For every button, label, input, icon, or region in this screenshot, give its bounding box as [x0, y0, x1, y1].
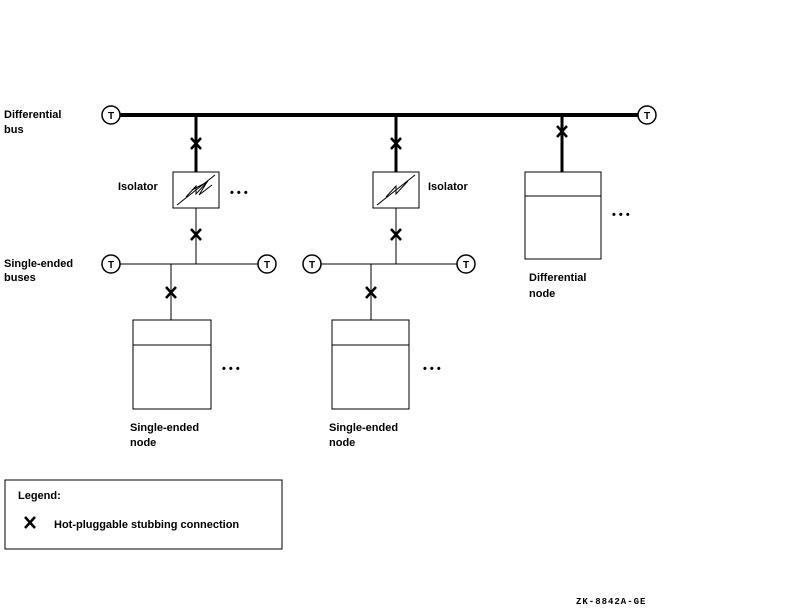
differential-node	[524, 171, 602, 260]
svg-text:T: T	[644, 111, 650, 122]
single-ended-node-right-label: Single-ended	[329, 422, 398, 434]
differential-node-label: Differential	[529, 272, 586, 284]
single-ended-node-left-label-2: node	[130, 437, 156, 449]
ellipsis: • • •	[423, 363, 441, 375]
legend-title: Legend:	[18, 490, 61, 502]
terminator-icon: T	[456, 254, 476, 274]
single-ended-buses-label: Single-ended	[4, 258, 73, 270]
hot-plug-connection-icon	[165, 286, 177, 299]
svg-text:T: T	[463, 260, 469, 271]
ellipsis: • • •	[612, 209, 630, 221]
single-ended-node-right	[331, 319, 410, 410]
differential-bus-label: Differential	[4, 109, 61, 121]
legend-hot-plug-icon	[24, 516, 36, 529]
terminator-icon: T	[101, 254, 121, 274]
differential-node-label-2: node	[529, 288, 555, 300]
svg-text:T: T	[309, 260, 315, 271]
single-ended-buses-label-2: buses	[4, 272, 36, 284]
hot-plug-connection-icon	[556, 125, 568, 138]
isolator-right-label: Isolator	[428, 181, 468, 193]
hot-plug-connection-icon	[190, 228, 202, 241]
hot-plug-connection-icon	[190, 137, 202, 150]
hot-plug-connection-icon	[365, 286, 377, 299]
svg-text:T: T	[108, 260, 114, 271]
hot-plug-connection-icon	[390, 137, 402, 150]
isolator-right	[372, 171, 420, 209]
legend-description: Hot-pluggable stubbing connection	[54, 519, 239, 531]
hot-plug-connection-icon	[390, 228, 402, 241]
svg-text:T: T	[264, 260, 270, 271]
terminator-icon: T	[302, 254, 322, 274]
figure-id: ZK-8842A-GE	[576, 597, 646, 607]
ellipsis: • • •	[230, 187, 248, 199]
single-ended-node-left-label: Single-ended	[130, 422, 199, 434]
terminator-icon: T	[257, 254, 277, 274]
terminator-icon: T	[637, 105, 657, 125]
svg-text:T: T	[108, 111, 114, 122]
terminator-icon: T	[101, 105, 121, 125]
ellipsis: • • •	[222, 363, 240, 375]
single-ended-node-right-label-2: node	[329, 437, 355, 449]
differential-bus-label-2: bus	[4, 124, 24, 136]
isolator-left	[172, 171, 220, 209]
isolator-left-label: Isolator	[118, 181, 158, 193]
single-ended-node-left	[132, 319, 212, 410]
legend: Legend: Hot-pluggable stubbing connectio…	[4, 479, 283, 550]
